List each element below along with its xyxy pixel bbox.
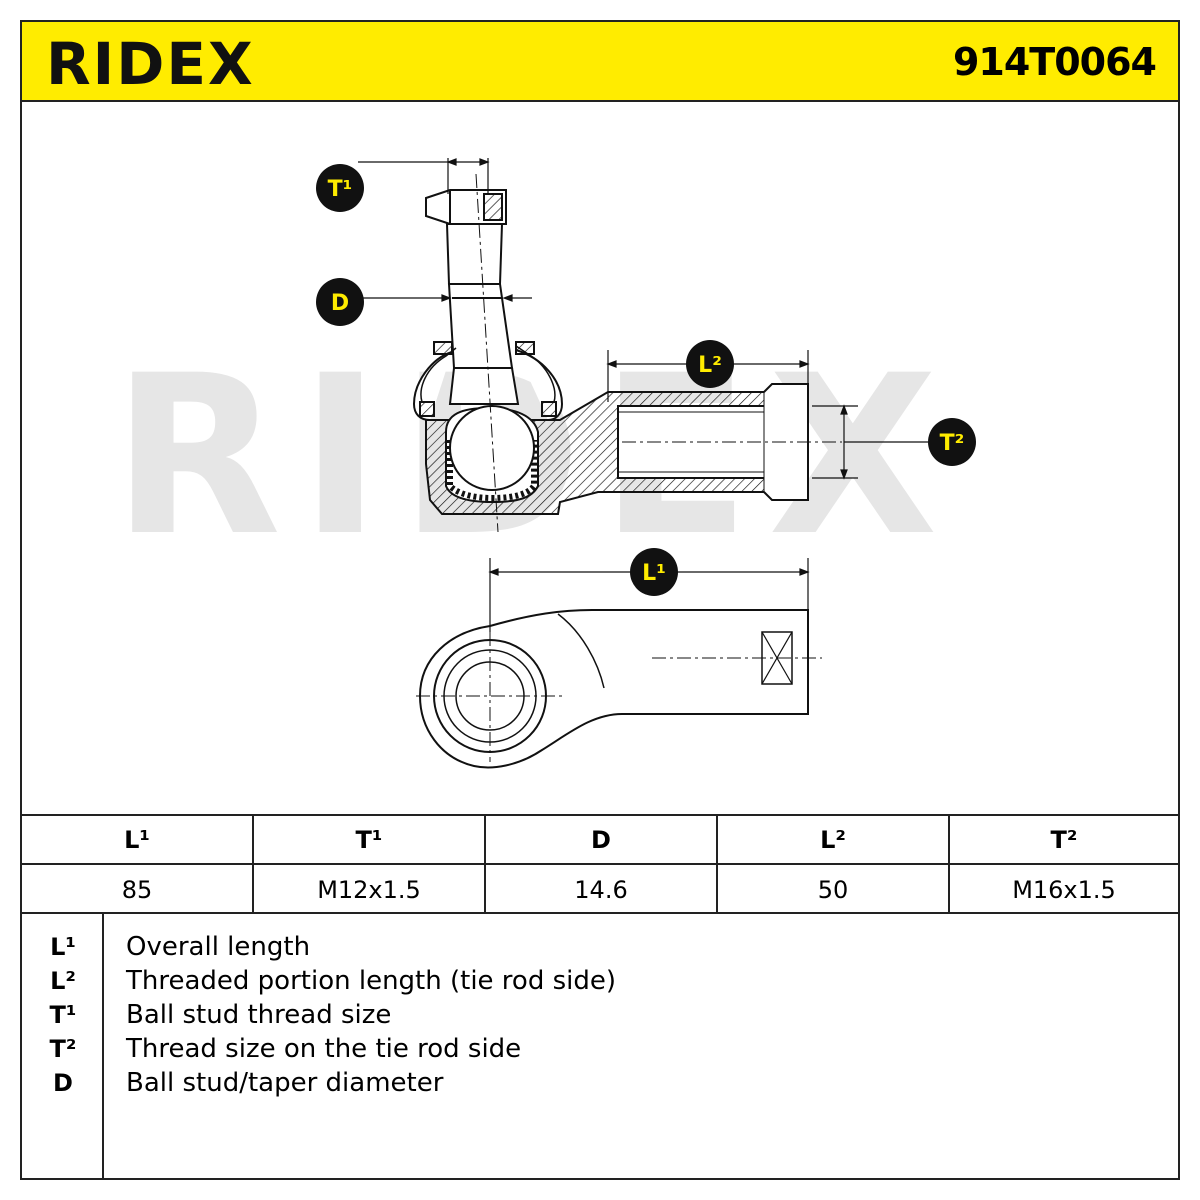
legend-symbol: L¹	[50, 933, 76, 961]
legend-symbol: T²	[49, 1035, 77, 1063]
callout-l1: L¹	[630, 548, 678, 596]
spec-column-t1: T¹ M12x1.5	[254, 816, 486, 912]
callout-t2: T²	[928, 418, 976, 466]
svg-text:D: D	[331, 291, 349, 316]
dim-d	[360, 294, 532, 302]
svg-text:L²: L²	[698, 353, 722, 378]
spec-value: M12x1.5	[317, 876, 421, 904]
header-bar: RIDEX 914T0064	[22, 22, 1178, 102]
legend-description: Ball stud/taper diameter	[126, 1068, 444, 1098]
spec-sheet: RIDEX 914T0064 RIDEX	[20, 20, 1180, 1180]
spec-header: L¹	[22, 816, 252, 865]
centerlines-lower	[416, 632, 822, 762]
callout-l2: L²	[686, 340, 734, 388]
legend-item: D Ball stud/taper diameter	[22, 1066, 1178, 1100]
legend-divider	[102, 914, 104, 1178]
dim-t1	[358, 158, 490, 194]
spec-column-d: D 14.6	[486, 816, 718, 912]
spec-value: M16x1.5	[1012, 876, 1116, 904]
spec-value: 85	[121, 876, 153, 904]
legend-description: Overall length	[126, 932, 311, 962]
legend-item: T¹ Ball stud thread size	[22, 998, 1178, 1032]
spec-value: 50	[817, 876, 849, 904]
legend-symbol: L²	[50, 967, 76, 995]
legend: L¹ Overall length L² Threaded portion le…	[22, 914, 1178, 1178]
svg-text:L¹: L¹	[642, 561, 666, 586]
spec-header: T²	[950, 816, 1178, 865]
spec-value: 14.6	[574, 876, 628, 904]
brand-wordmark: RIDEX	[46, 30, 255, 98]
centerlines-upper	[475, 173, 842, 533]
legend-item: L² Threaded portion length (tie rod side…	[22, 964, 1178, 998]
svg-text:T¹: T¹	[328, 177, 353, 202]
dim-t2	[812, 404, 928, 480]
svg-text:T²: T²	[940, 431, 965, 456]
legend-item: T² Thread size on the tie rod side	[22, 1032, 1178, 1066]
ridex-logo: RIDEX	[46, 30, 255, 98]
drawing-canvas: RIDEX	[112, 158, 976, 769]
part-number: 914T0064	[952, 40, 1157, 84]
specs-table: L¹ 85 T¹ M12x1.5 D 14.6 L² 50 T² M16x1.5	[22, 814, 1178, 914]
legend-symbol: D	[53, 1069, 73, 1097]
spec-header: T¹	[254, 816, 484, 865]
technical-drawing: RIDEX	[22, 102, 1178, 814]
legend-description: Ball stud thread size	[126, 1000, 392, 1030]
tie-rod-end-section	[412, 189, 809, 515]
spec-header: L²	[718, 816, 948, 865]
tie-rod-end-plan	[418, 609, 809, 769]
spec-column-l2: L² 50	[718, 816, 950, 912]
legend-description: Thread size on the tie rod side	[126, 1034, 522, 1064]
callout-t1: T¹	[316, 164, 364, 212]
spec-header: D	[486, 816, 716, 865]
spec-column-l1: L¹ 85	[22, 816, 254, 912]
legend-item: L¹ Overall length	[22, 930, 1178, 964]
legend-symbol: T¹	[49, 1001, 77, 1029]
callout-d: D	[316, 278, 364, 326]
legend-description: Threaded portion length (tie rod side)	[126, 966, 617, 996]
spec-column-t2: T² M16x1.5	[950, 816, 1178, 912]
